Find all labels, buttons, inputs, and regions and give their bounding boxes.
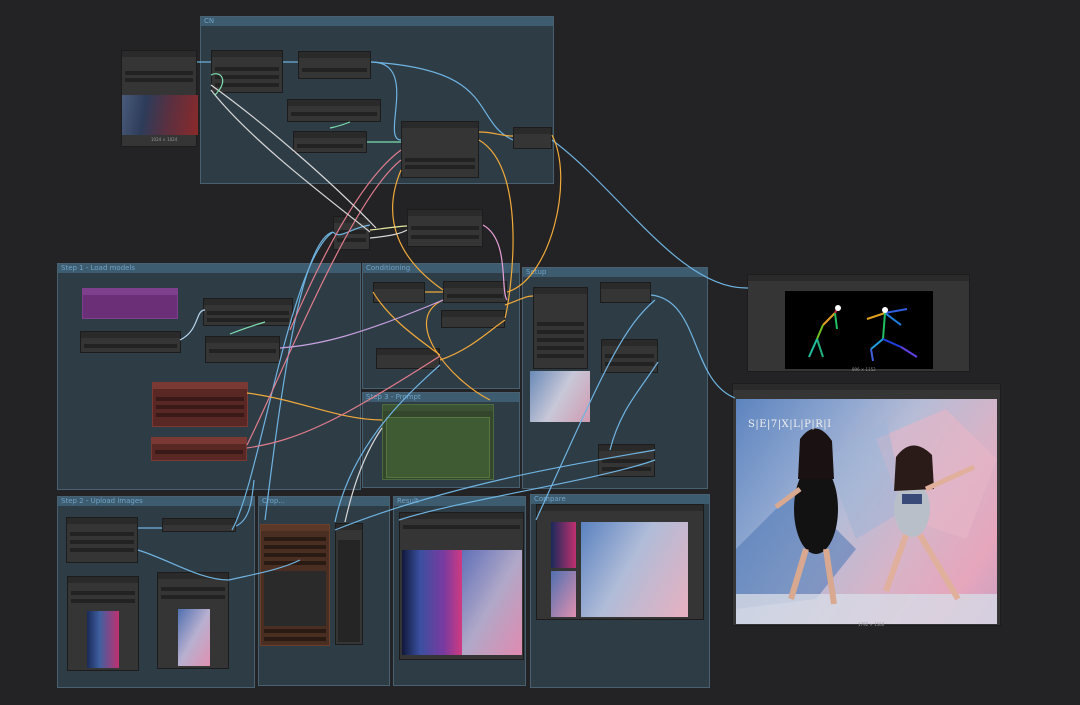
conditioning-node-c[interactable] [441,310,505,328]
uploaded-image-thumbnail-b [178,609,210,666]
controlnet-node-b[interactable] [293,131,367,153]
ksampler-node[interactable] [533,287,588,369]
lora-node-mid[interactable] [333,216,370,250]
crop-preview-area [264,571,326,626]
setup-preview-image [530,371,590,422]
group-title[interactable]: Compare [531,495,709,504]
group-title[interactable]: Step 2 - Upload images [58,497,254,506]
load-image-node-cn[interactable] [121,50,198,147]
final-output-node[interactable]: S|E|7|X|L|P|R|I [732,383,1001,626]
preprocessor-node[interactable] [211,50,283,93]
prompt-text-node[interactable] [382,404,494,480]
caption-pose-preview: 896 × 1152 [852,367,876,372]
crop-output-area [338,540,360,642]
load-image-node-a[interactable] [66,517,138,563]
conditioning-node-d[interactable] [376,348,440,369]
preview-node-left[interactable] [67,576,139,671]
crop-output-node[interactable] [335,523,363,645]
vae-decode-node[interactable] [600,282,651,303]
controlnet-node-a[interactable] [287,99,381,122]
group-title[interactable]: Setup [523,268,707,277]
watermark-text: S|E|7|X|L|P|R|I [748,419,832,430]
reroute-node-cn[interactable] [513,127,552,149]
group-title[interactable]: Step 1 - Load models [58,264,360,273]
group-title[interactable]: Step 3 - Prompt [363,393,519,402]
result-image-a [402,550,462,655]
final-output-scene [736,409,997,624]
compare-preview-node[interactable] [536,504,704,620]
checkpoint-loader-node[interactable] [80,331,181,353]
caption-final-output: 1792 × 1560 [858,622,885,627]
conditioning-node-a[interactable] [373,282,425,303]
clip-node-mid[interactable] [407,209,483,247]
upscale-node[interactable] [601,339,658,373]
lora-loader-node[interactable] [205,336,280,363]
pose-preview-node[interactable] [747,274,970,372]
controlnet-loader-node[interactable] [298,51,371,79]
prompt-textarea[interactable] [386,417,490,478]
crop-settings-node[interactable] [260,524,330,646]
group-title[interactable]: Conditioning [363,264,519,273]
group-title[interactable]: CN [201,17,553,26]
settings-node-red-b[interactable] [151,437,247,461]
final-output-image: S|E|7|X|L|P|R|I [736,399,997,624]
pose-skeleton-graphic [808,305,918,362]
compare-main-image [581,522,688,617]
compare-thumb-top [551,522,576,568]
pose-source-thumbnail [122,95,198,135]
group-title[interactable]: Result [394,497,525,506]
result-preview-node[interactable] [399,512,524,660]
group-title[interactable]: Crop... [259,497,389,506]
compare-thumb-bottom [551,571,576,617]
save-image-node-small[interactable] [598,444,655,477]
preview-node-right[interactable] [157,572,229,669]
result-image-b [462,550,522,655]
settings-node-red-a[interactable] [152,382,248,427]
load-image-node-b[interactable] [162,518,236,532]
caption-pose-source: 1024 × 1024 [151,137,178,142]
uploaded-image-thumbnail-a [87,611,119,668]
pose-preview-image [785,291,933,369]
note-node-purple[interactable] [82,288,178,319]
vae-loader-node[interactable] [203,298,293,326]
conditioning-node-b[interactable] [443,281,507,303]
apply-controlnet-node[interactable] [401,121,479,178]
